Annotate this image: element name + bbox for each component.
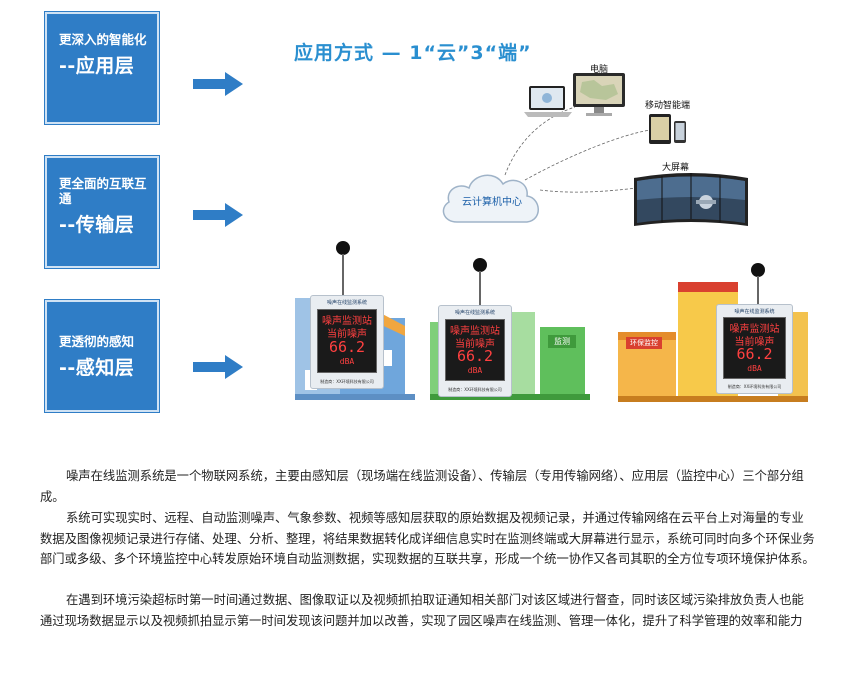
station-line-1: 噪声监测站	[322, 316, 372, 327]
noise-unit: dBA	[467, 366, 483, 375]
computer-label: 电脑	[590, 65, 609, 75]
tablet-icon	[649, 114, 686, 144]
noise-value: 66.2	[456, 347, 494, 365]
panel-header: 噪声在线监测系统	[326, 300, 367, 306]
panel-footer: 制造商：XX环境科技有限公司	[727, 384, 782, 389]
noise-unit: dBA	[747, 364, 762, 373]
building-sign: 监测	[548, 335, 576, 348]
monitoring-station-3: 环保监控 噪声在线监测系统 噪声监测站 当前噪声 66.2 dBA 制造商：XX…	[618, 262, 808, 405]
diagram-title: 应用方式 — 1“云”3“端”	[294, 42, 532, 64]
response-paragraph: 在遇到环境污染超标时第一时间通过数据、图像取证以及视频抓拍取证通知相关部门对该区…	[40, 593, 804, 628]
video-wall-icon	[634, 173, 748, 226]
sound-sensor-icon	[751, 263, 765, 304]
station-line-1: 噪声监测站	[729, 324, 780, 335]
cloud-icon	[442, 174, 539, 223]
intro-paragraph: 噪声在线监测系统是一个物联网系统，主要由感知层（现场端在线监测设备）、传输层（专…	[40, 469, 804, 504]
application-layer-subtitle: 更深入的智能化	[59, 32, 147, 47]
application-layer-title: --应用层	[59, 55, 135, 77]
transport-layer-title: --传输层	[59, 214, 135, 236]
panel-footer: 制造商：XX环境科技有限公司	[448, 387, 502, 392]
station-line-2: 当前噪声	[734, 337, 775, 348]
monitoring-station-2: 噪声在线监测系统 噪声监测站 当前噪声 66.2 dBA 制造商：XX环境科技有…	[430, 257, 590, 405]
transport-layer-box: 更全面的互联互通 --传输层	[45, 156, 159, 268]
noise-display-panel: 噪声在线监测系统 噪声监测站 当前噪声 66.2 dBA 制造商：XX环境科技有…	[310, 295, 384, 389]
laptop-icon	[524, 86, 572, 117]
led-screen: 噪声监测站 当前噪声 66.2 dBA	[723, 317, 786, 379]
transport-layer-subtitle: 更全面的互联互通	[59, 176, 147, 206]
building-sign: 环保监控	[626, 337, 662, 349]
arrow-right-icon	[193, 355, 243, 379]
station-line-2: 当前噪声	[455, 339, 495, 350]
noise-unit: dBA	[339, 357, 355, 366]
noise-value: 66.2	[328, 338, 366, 356]
station-line-2: 当前噪声	[327, 329, 367, 340]
monitor-icon	[573, 73, 625, 116]
led-screen: 噪声监测站 当前噪声 66.2 dBA	[317, 309, 377, 373]
noise-display-panel: 噪声在线监测系统 噪声监测站 当前噪声 66.2 dBA 制造商：XX环境科技有…	[438, 305, 512, 397]
perception-layer-title: --感知层	[59, 357, 135, 379]
led-screen: 噪声监测站 当前噪声 66.2 dBA	[445, 319, 505, 381]
system-paragraph: 系统可实现实时、远程、自动监测噪声、气象参数、视频等感知层获取的原始数据及视频记…	[40, 511, 815, 566]
noise-display-panel: 噪声在线监测系统 噪声监测站 当前噪声 66.2 dBA 制造商：XX环境科技有…	[716, 304, 793, 394]
arrow-right-icon	[193, 72, 243, 96]
application-layer-box: 更深入的智能化 --应用层	[45, 12, 159, 124]
panel-header: 噪声在线监测系统	[734, 309, 775, 315]
station-line-1: 噪声监测站	[450, 326, 500, 337]
noise-value: 66.2	[736, 345, 773, 363]
cloud-center-label: 云计算机中心	[462, 197, 522, 208]
big-screen-label: 大屏幕	[662, 163, 690, 173]
monitoring-station-1: 噪声在线监测系统 噪声监测站 当前噪声 66.2 dBA 制造商：XX环境科技有…	[295, 240, 415, 405]
panel-footer: 制造商：XX环境科技有限公司	[320, 379, 374, 384]
sound-sensor-icon	[473, 258, 487, 313]
sound-sensor-icon	[336, 241, 350, 296]
arrow-right-icon	[193, 203, 243, 227]
panel-header: 噪声在线监测系统	[454, 310, 495, 316]
mobile-label: 移动智能端	[645, 101, 691, 111]
perception-layer-box: 更透彻的感知 --感知层	[45, 300, 159, 412]
perception-layer-subtitle: 更透彻的感知	[59, 334, 135, 349]
